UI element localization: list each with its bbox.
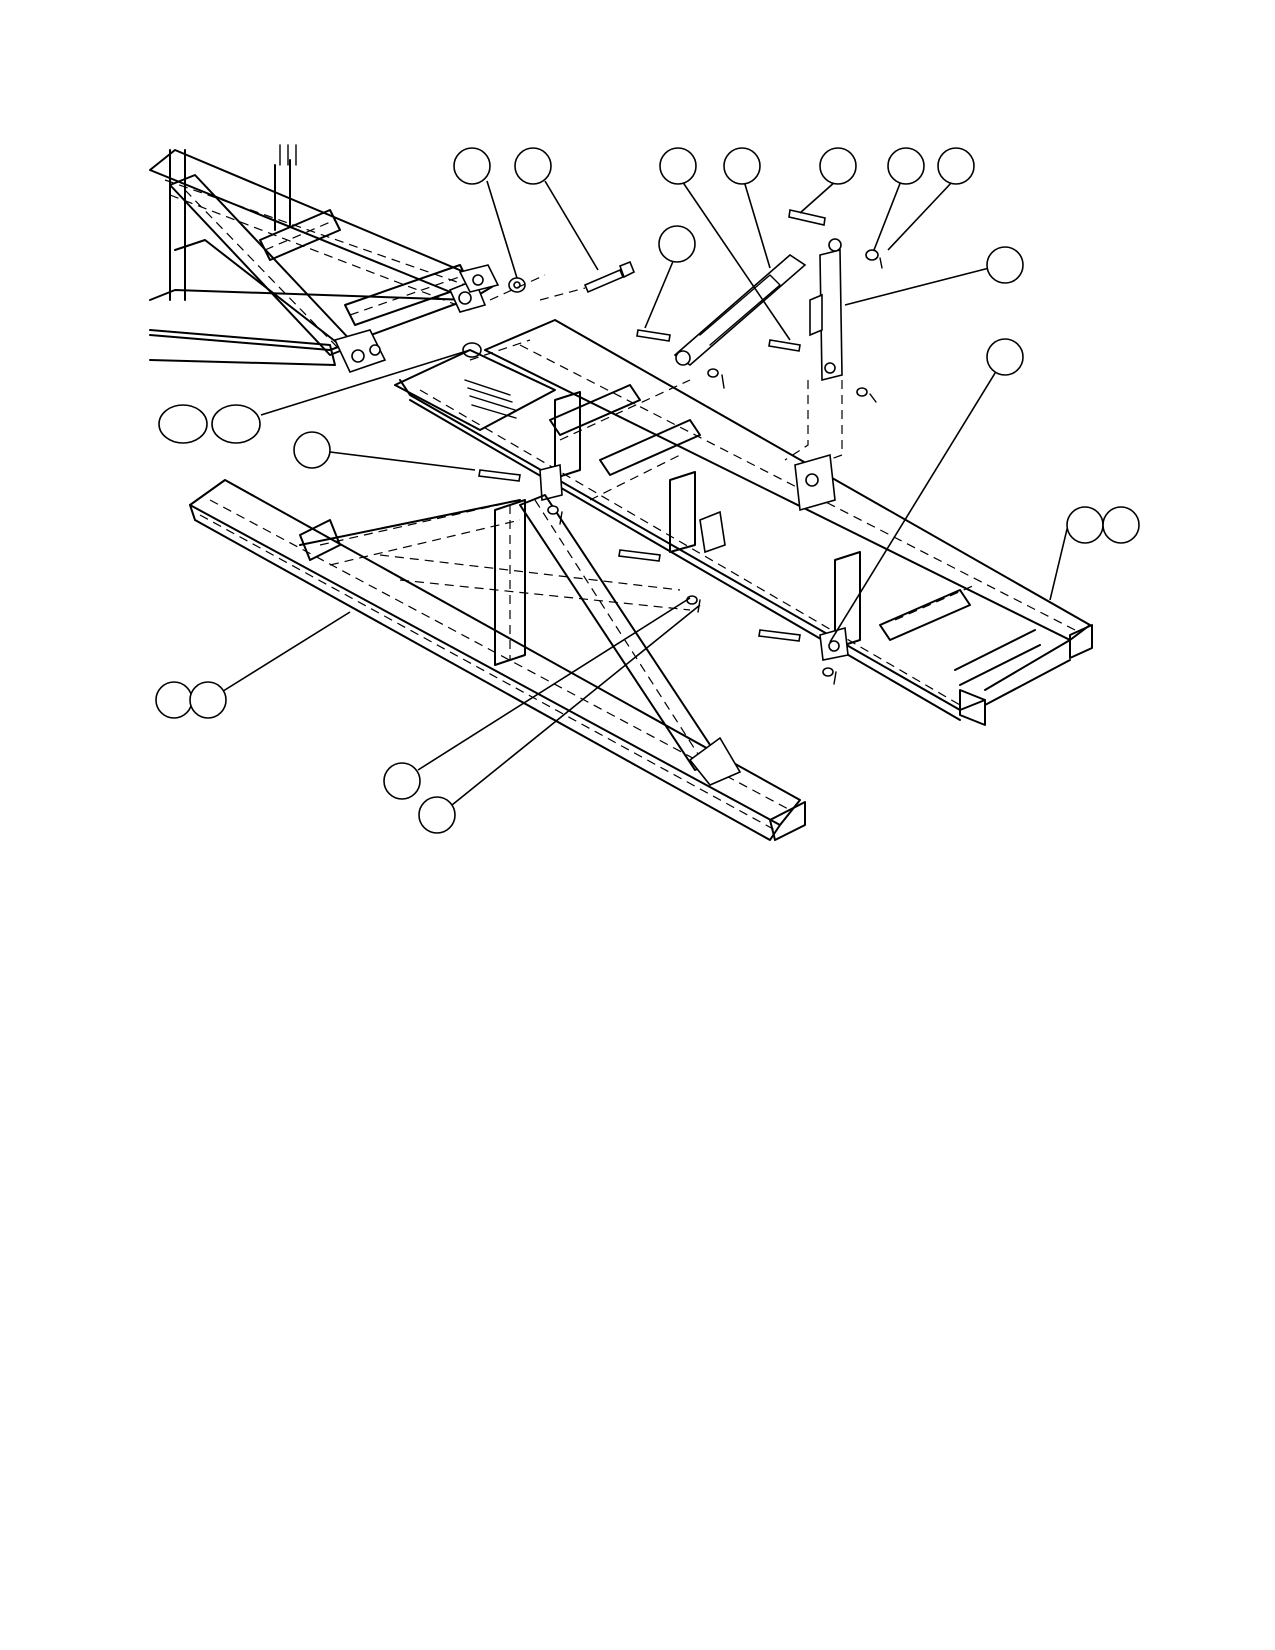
callout-19 <box>418 796 456 834</box>
callout-16 <box>155 681 193 719</box>
leader-lines <box>219 180 1069 806</box>
callout-6 <box>887 147 925 185</box>
callout-17 <box>189 681 227 719</box>
callout-11 <box>158 404 208 444</box>
callout-balloons <box>155 147 1140 834</box>
callout-1 <box>453 147 491 185</box>
hitch-pin <box>539 260 636 301</box>
callout-8 <box>658 225 696 263</box>
callout-10 <box>986 338 1024 376</box>
callout-14 <box>1066 506 1104 544</box>
callout-15 <box>1102 506 1140 544</box>
callout-2 <box>514 147 552 185</box>
callout-7 <box>937 147 975 185</box>
callout-9 <box>986 246 1024 284</box>
callout-4 <box>723 147 761 185</box>
lower-frame <box>189 469 849 841</box>
wing-frame-assembly <box>149 144 546 373</box>
callout-12 <box>211 404 261 444</box>
callout-13 <box>293 431 331 469</box>
lift-link-assembly <box>636 209 883 471</box>
callout-5 <box>819 147 857 185</box>
callout-18 <box>383 762 421 800</box>
center-frame <box>394 319 1093 726</box>
callout-3 <box>659 147 697 185</box>
